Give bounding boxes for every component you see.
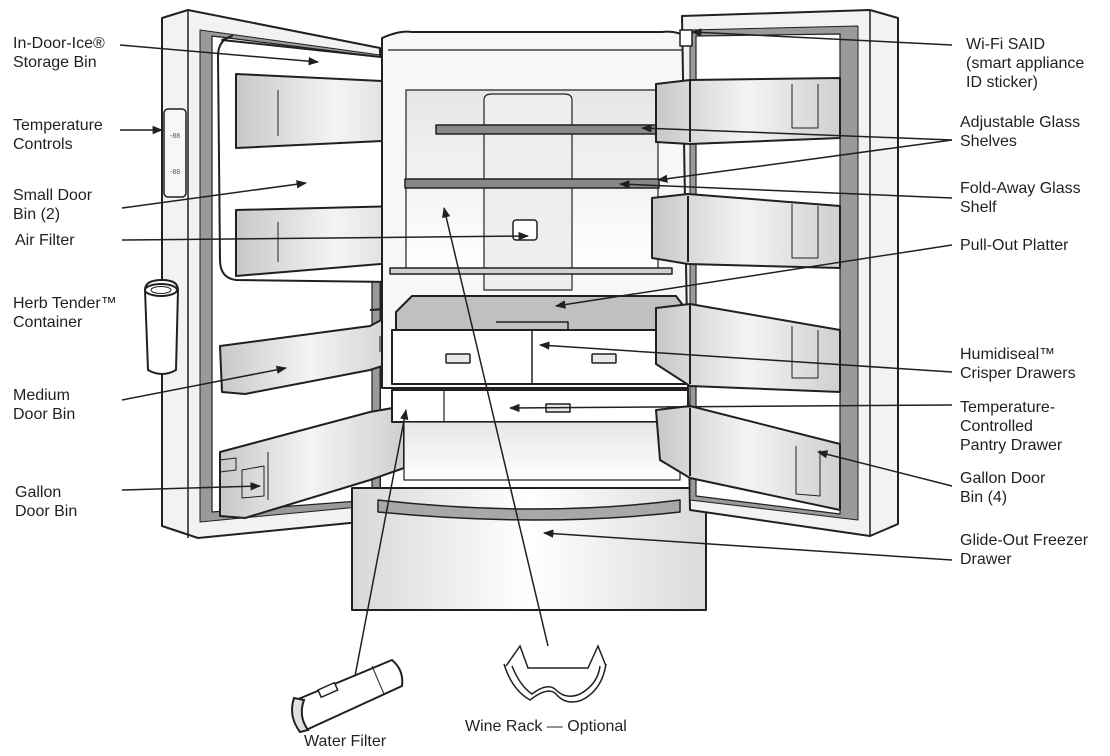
wine-rack — [503, 644, 607, 703]
freezer-handle[interactable] — [377, 499, 681, 521]
leader-adjustable-shelf-1 — [640, 124, 953, 141]
label-adjustable-glass-shelves: Adjustable Glass Shelves — [960, 114, 1081, 150]
herb-tender-container — [144, 279, 179, 375]
water-filter — [291, 658, 404, 734]
label-in-door-ice-storage-bin: In-Door-Ice® Storage Bin — [13, 35, 105, 71]
label-air-filter: Air Filter — [15, 232, 75, 249]
humidiseal-crisper-drawers[interactable] — [391, 329, 689, 385]
svg-text:-88: -88 — [170, 133, 180, 140]
label-gallon-door-bin-right: Gallon Door Bin (4) — [960, 470, 1046, 506]
gallon-door-bin-left — [219, 405, 405, 519]
label-medium-door-bin: Medium Door Bin — [13, 387, 76, 423]
gallon-door-bin-right — [655, 405, 841, 511]
label-glide-out-freezer-drawer: Glide-Out Freezer Drawer — [960, 532, 1089, 568]
leader-pull-out-platter — [554, 244, 953, 309]
label-fold-away-glass-shelf: Fold-Away Glass Shelf — [960, 180, 1081, 216]
temperature-control-panel[interactable]: -88 -88 — [163, 108, 187, 198]
adjustable-glass-shelf-1 — [435, 124, 659, 135]
label-temperature-controls: Temperature Controls — [13, 117, 103, 153]
leader-small-door-bin — [121, 180, 308, 209]
leader-lines — [119, 28, 953, 677]
leader-gallon-door-bin-left — [121, 482, 262, 491]
svg-text:-88: -88 — [170, 169, 180, 176]
pull-out-platter[interactable] — [395, 295, 689, 331]
leader-medium-door-bin — [121, 365, 288, 401]
leader-humidiseal — [538, 341, 953, 373]
glide-out-freezer-drawer[interactable] — [351, 487, 707, 611]
label-humidiseal-crisper-drawers: Humidiseal™ Crisper Drawers — [960, 346, 1076, 382]
leader-in-door-ice — [119, 44, 320, 66]
right-door-bin-3 — [655, 303, 841, 393]
label-pantry-drawer: Temperature- Controlled Pantry Drawer — [960, 399, 1063, 454]
right-door-bin-2 — [651, 193, 841, 269]
leader-wine-rack — [442, 206, 549, 647]
label-wine-rack: Wine Rack — Optional — [465, 718, 627, 735]
leader-pantry-drawer — [508, 403, 953, 413]
leader-fold-away-shelf — [618, 180, 953, 199]
leader-gallon-door-bin-right — [816, 450, 953, 487]
label-gallon-door-bin-left: Gallon Door Bin — [15, 484, 78, 520]
fold-away-glass-shelf — [404, 178, 660, 189]
wifi-said-sticker — [679, 29, 693, 47]
label-water-filter: Water Filter — [304, 733, 387, 750]
leader-freezer-drawer — [542, 529, 953, 561]
lower-glass-shelf — [389, 267, 673, 275]
leader-wifi-said — [690, 28, 953, 46]
right-door-bin-1 — [655, 77, 841, 145]
label-small-door-bin: Small Door Bin (2) — [13, 187, 93, 223]
leader-air-filter — [121, 231, 530, 241]
leader-adjustable-shelf-2 — [656, 139, 953, 183]
label-wifi-said: Wi-Fi SAID (smart appliance ID sticker) — [966, 36, 1085, 91]
label-herb-tender-container: Herb Tender™ Container — [13, 295, 117, 331]
label-pull-out-platter: Pull-Out Platter — [960, 237, 1069, 254]
air-filter[interactable] — [512, 219, 538, 241]
leader-water-filter — [354, 408, 409, 677]
temperature-controlled-pantry-drawer[interactable] — [391, 389, 689, 481]
